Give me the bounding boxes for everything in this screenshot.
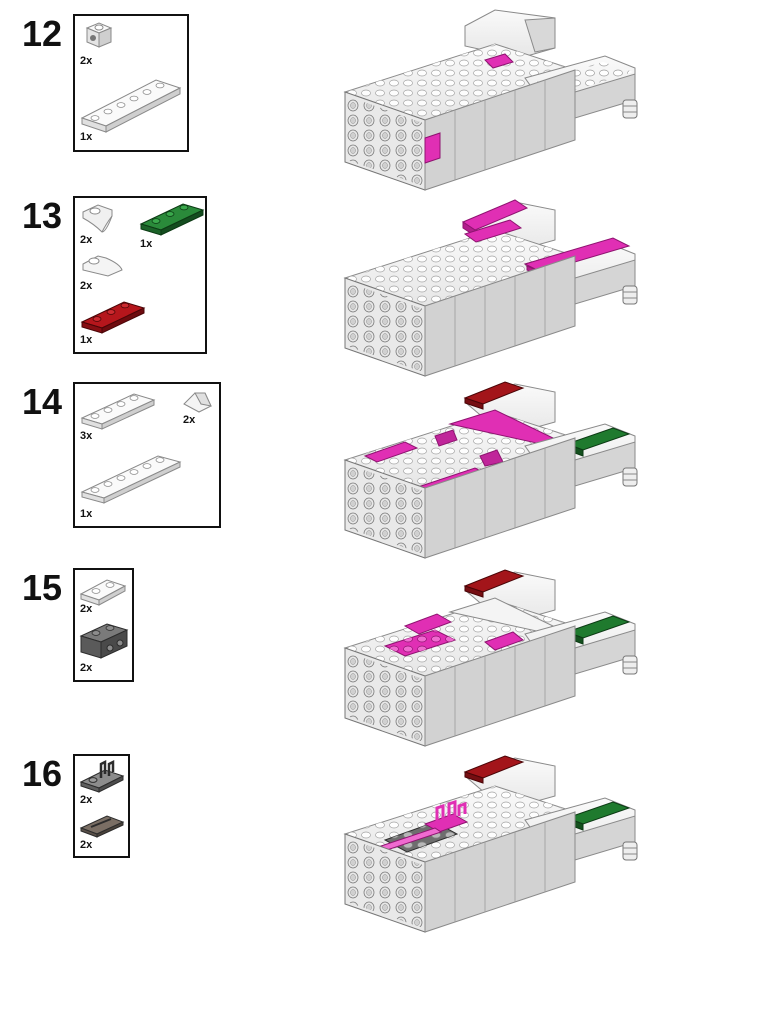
part-qty: 3x [80,430,93,442]
part-curved-slope-white [82,204,113,233]
assembly-model [343,381,638,559]
step-15: 15 2x 2x [0,567,768,747]
step-14: 14 3x 2x 1x [0,381,768,559]
step-number: 16 [22,753,63,794]
step-number: 15 [22,567,63,608]
step-13: 13 2x 1x 2x 1x [0,195,768,377]
parts-list: 3x 2x 1x [73,382,221,528]
part-qty: 2x [80,55,93,67]
part-plate-1x6-white [80,455,182,504]
part-qty: 2x [80,280,93,292]
part-qty: 2x [80,794,93,806]
assembly-model [343,569,638,747]
part-qty: 1x [80,131,93,143]
part-clip-plate-gray [79,759,125,793]
part-qty: 2x [80,603,93,615]
parts-list: 2x 1x 2x 1x [73,196,207,354]
part-qty: 2x [80,662,93,674]
part-tile-grille-darkgray [79,815,125,838]
part-qty: 2x [183,414,196,426]
assembly-model [343,9,638,191]
parts-list: 2x 2x [73,754,130,858]
part-plate-1x3-darkred [80,301,146,334]
step-number: 14 [22,381,63,422]
part-qty: 2x [80,839,93,851]
part-bracket-gray [79,623,129,659]
step-number: 12 [22,13,63,54]
part-plate-1x6-white [80,79,182,133]
part-qty: 1x [140,238,153,250]
parts-list: 2x 2x [73,568,134,682]
part-plate-1x2-white [79,579,127,606]
part-plate-1x4-white [80,393,156,430]
assembly-model [343,199,638,377]
part-brick-1x1-white [85,22,113,48]
part-qty: 1x [80,334,93,346]
part-plate-1x3-green [139,203,205,236]
step-16: 16 2x 2x [0,753,768,936]
step-12: 12 2x 1x [0,9,768,191]
step-number: 13 [22,195,63,236]
parts-list: 2x 1x [73,14,189,152]
part-slope-1x1-white [183,392,212,413]
assembly-model [343,755,638,933]
part-qty: 1x [80,508,93,520]
part-slope-wedge-white [82,255,123,277]
part-qty: 2x [80,234,93,246]
